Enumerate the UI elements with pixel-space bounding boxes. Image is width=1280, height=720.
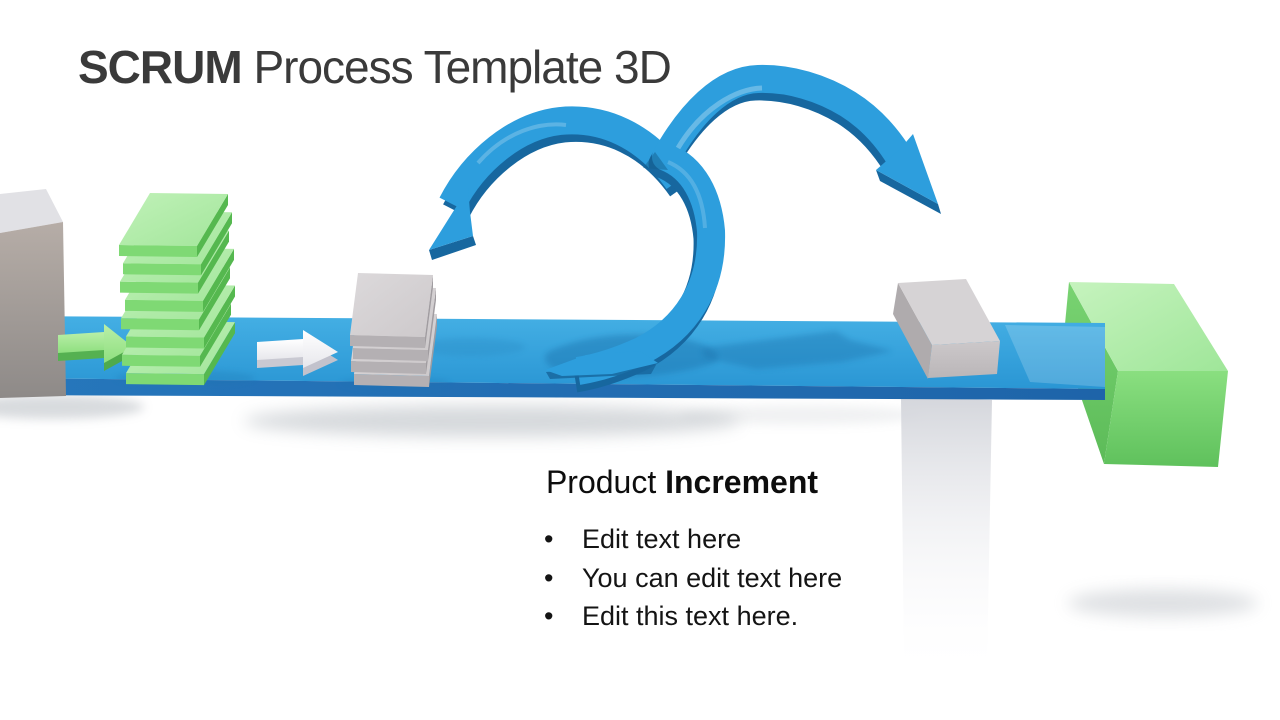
product-increment-box: [893, 279, 1000, 379]
sprint-backlog-stack: [350, 273, 437, 387]
bullet-text: You can edit text here: [582, 562, 843, 593]
bullet-marker: •: [544, 601, 554, 631]
title-emphasis: SCRUM: [78, 41, 243, 93]
sprint-loop-arrow-icon: [545, 64, 941, 393]
increment-pillar: [901, 397, 992, 668]
title-rest: Process Template 3D: [241, 41, 671, 93]
slide-title[interactable]: SCRUM Process Template 3D: [78, 41, 672, 93]
caption-product-increment[interactable]: Product Increment: [546, 464, 818, 501]
caption-emphasis: Increment: [665, 464, 819, 500]
bullet-marker: •: [544, 562, 554, 593]
bullet-item[interactable]: • Edit text here: [544, 520, 842, 559]
bullet-text: Edit text here: [582, 524, 742, 554]
bullet-marker: •: [544, 524, 554, 554]
transfer-arrow-icon: [257, 330, 338, 376]
floor-shadows: [0, 395, 1258, 617]
input-box: [0, 189, 66, 398]
bullet-item[interactable]: • You can edit text here: [544, 559, 842, 598]
product-backlog-stack: [119, 193, 235, 386]
sprint-return-arrow-icon: [429, 106, 694, 260]
caption-lead: Product: [545, 464, 666, 500]
bullet-list[interactable]: • Edit text here • You can edit text her…: [544, 520, 842, 636]
bullet-item[interactable]: • Edit this text here.: [544, 597, 842, 636]
bullet-text: Edit this text here.: [582, 601, 799, 631]
backlog-input-arrow-icon: [58, 324, 133, 371]
